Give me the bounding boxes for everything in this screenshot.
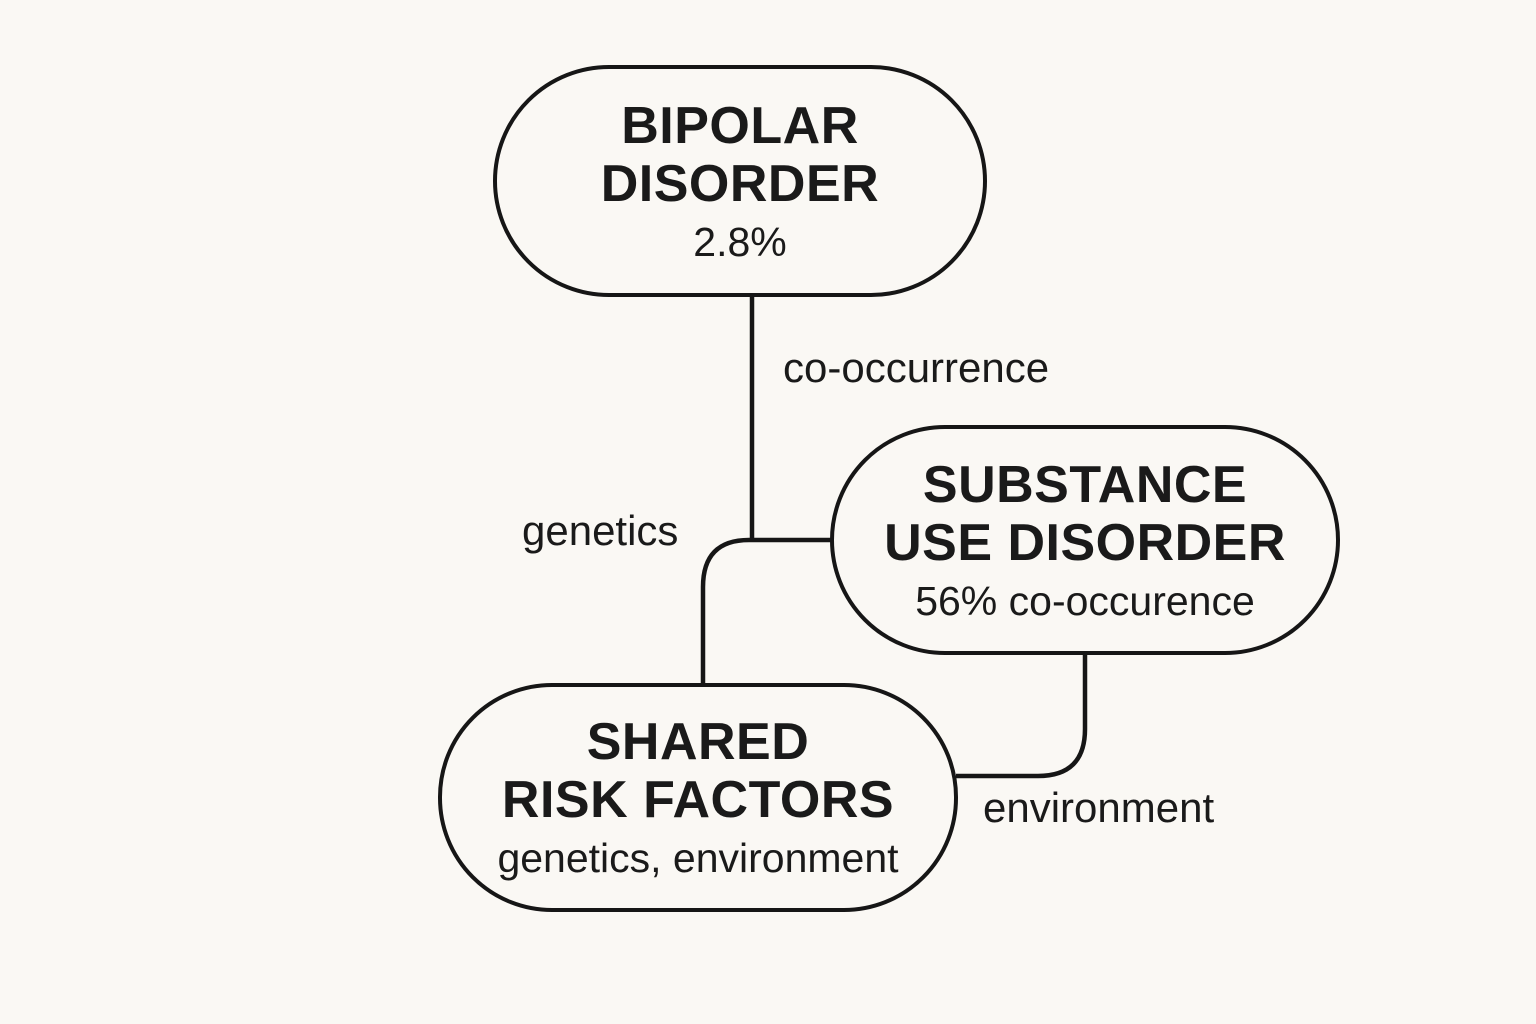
edge-substance-to-shared <box>956 653 1088 779</box>
node-subtitle: 56% co-occurence <box>915 577 1255 624</box>
node-title-line: SUBSTANCE <box>922 455 1248 514</box>
node-subtitle: 2.8% <box>693 218 787 265</box>
node-subtitle: genetics, environment <box>497 835 899 881</box>
node-title-line: DISORDER <box>600 154 880 213</box>
edge-label-genetics: genetics <box>522 507 679 554</box>
node-bipolar-disorder: BIPOLAR DISORDER 2.8% <box>493 65 987 297</box>
edge-label-co-occurrence: co-occurrence <box>783 344 1050 391</box>
edge-junction-to-substance-and-shared <box>700 537 831 685</box>
node-title-line: SHARED <box>586 713 810 771</box>
node-title-line: BIPOLAR <box>621 96 859 155</box>
node-title-line: RISK FACTORS <box>501 771 895 829</box>
node-shared-risk-factors: SHARED RISK FACTORS genetics, environmen… <box>438 683 958 912</box>
node-substance-use-disorder: SUBSTANCE USE DISORDER 56% co-occurence <box>830 425 1340 655</box>
edge-label-environment: environment <box>983 784 1215 831</box>
node-title-line: USE DISORDER <box>884 513 1286 572</box>
